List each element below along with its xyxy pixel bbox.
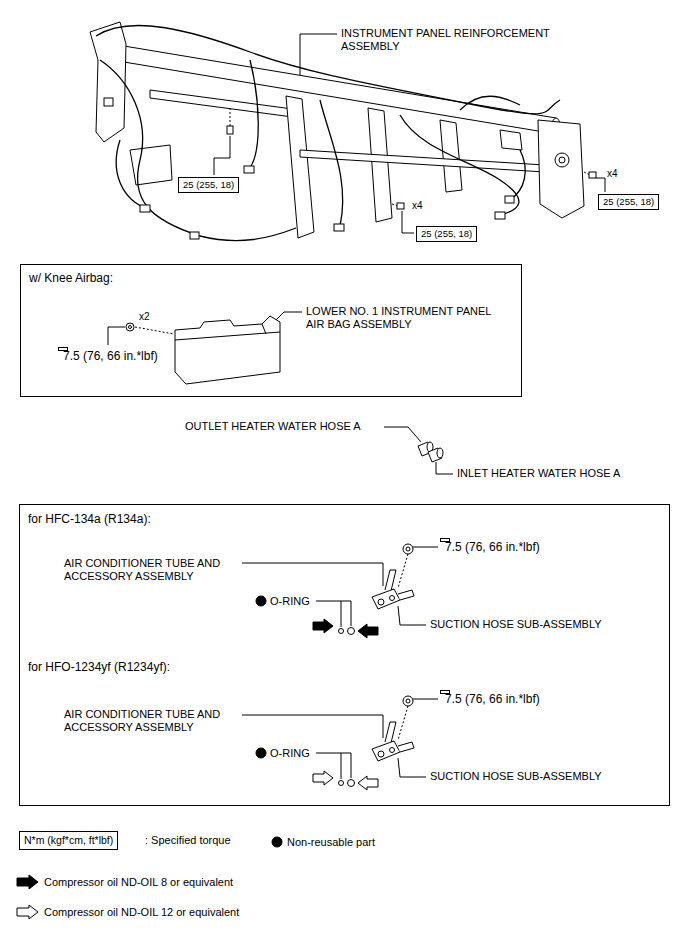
torque-box: 7.5 (76, 66 in.*lbf) (58, 347, 68, 351)
torque-box: 7.5 (76, 66 in.*lbf) (440, 538, 450, 542)
torque-spec: 7.5 (76, 66 in.*lbf) (63, 349, 158, 363)
part-name: O-RING (270, 747, 310, 760)
part-name: LOWER NO. 1 INSTRUMENT PANEL AIR BAG ASS… (306, 305, 496, 331)
quantity: x4 (412, 199, 423, 212)
quantity: x4 (607, 167, 618, 180)
ac-fitting-134a (242, 544, 438, 638)
torque-spec: 25 (255, 18) (421, 228, 472, 240)
torque-spec: 25 (255, 18) (603, 196, 654, 208)
legend-text: : Specified torque (145, 834, 231, 847)
legend-text: Non-reusable part (287, 836, 375, 849)
part-name: INSTRUMENT PANEL REINFORCEMENT ASSEMBLY (341, 27, 596, 53)
reinforcement-drawing (90, 22, 584, 238)
part-name: AIR CONDITIONER TUBE AND ACCESSORY ASSEM… (64, 557, 249, 583)
torque-spec: 7.5 (76, 66 in.*lbf) (445, 540, 540, 554)
torque-spec: 25 (255, 18) (183, 179, 234, 191)
torque-box: 25 (255, 18) (416, 226, 477, 242)
torque-spec: 7.5 (76, 66 in.*lbf) (445, 692, 540, 706)
part-name: SUCTION HOSE SUB-ASSEMBLY (430, 618, 602, 631)
heater-hose-drawing (384, 427, 453, 474)
legend-torque-box: N*m (kgf*cm, ft*lbf) (19, 831, 118, 850)
variant-panel: w/ Knee Airbag: 7.5 (76, 66 in.*lbf) (20, 264, 522, 397)
part-name: O-RING (270, 595, 310, 608)
bolts (214, 34, 605, 233)
legend-sample-text: N*m (kgf*cm, ft*lbf) (24, 834, 113, 847)
torque-box: 25 (255, 18) (178, 177, 239, 193)
part-name: SUCTION HOSE SUB-ASSEMBLY (430, 770, 602, 783)
variant-panel: for HFC-134a (R134a): for HFO-1234yf (R12… (19, 504, 670, 806)
part-name: AIR CONDITIONER TUBE AND ACCESSORY ASSEM… (64, 708, 249, 734)
wire-harness (96, 25, 560, 240)
quantity: x2 (139, 310, 150, 323)
knee-airbag-drawing (108, 312, 302, 384)
part-name: INLET HEATER WATER HOSE A (457, 467, 620, 480)
connectors (104, 98, 514, 239)
legend-text: Compressor oil ND-OIL 12 or equivalent (44, 906, 239, 919)
legend-text: Compressor oil ND-OIL 8 or equivalent (44, 876, 233, 889)
torque-box: 25 (255, 18) (598, 194, 659, 210)
ac-fitting-1234yf (242, 696, 438, 790)
torque-box: 7.5 (76, 66 in.*lbf) (440, 690, 450, 694)
variant-heading: for HFC-134a (R134a): (28, 512, 151, 526)
part-name: OUTLET HEATER WATER HOSE A (185, 420, 361, 433)
variant-heading: w/ Knee Airbag: (29, 271, 113, 285)
variant-heading: for HFO-1234yf (R1234yf): (28, 660, 170, 674)
